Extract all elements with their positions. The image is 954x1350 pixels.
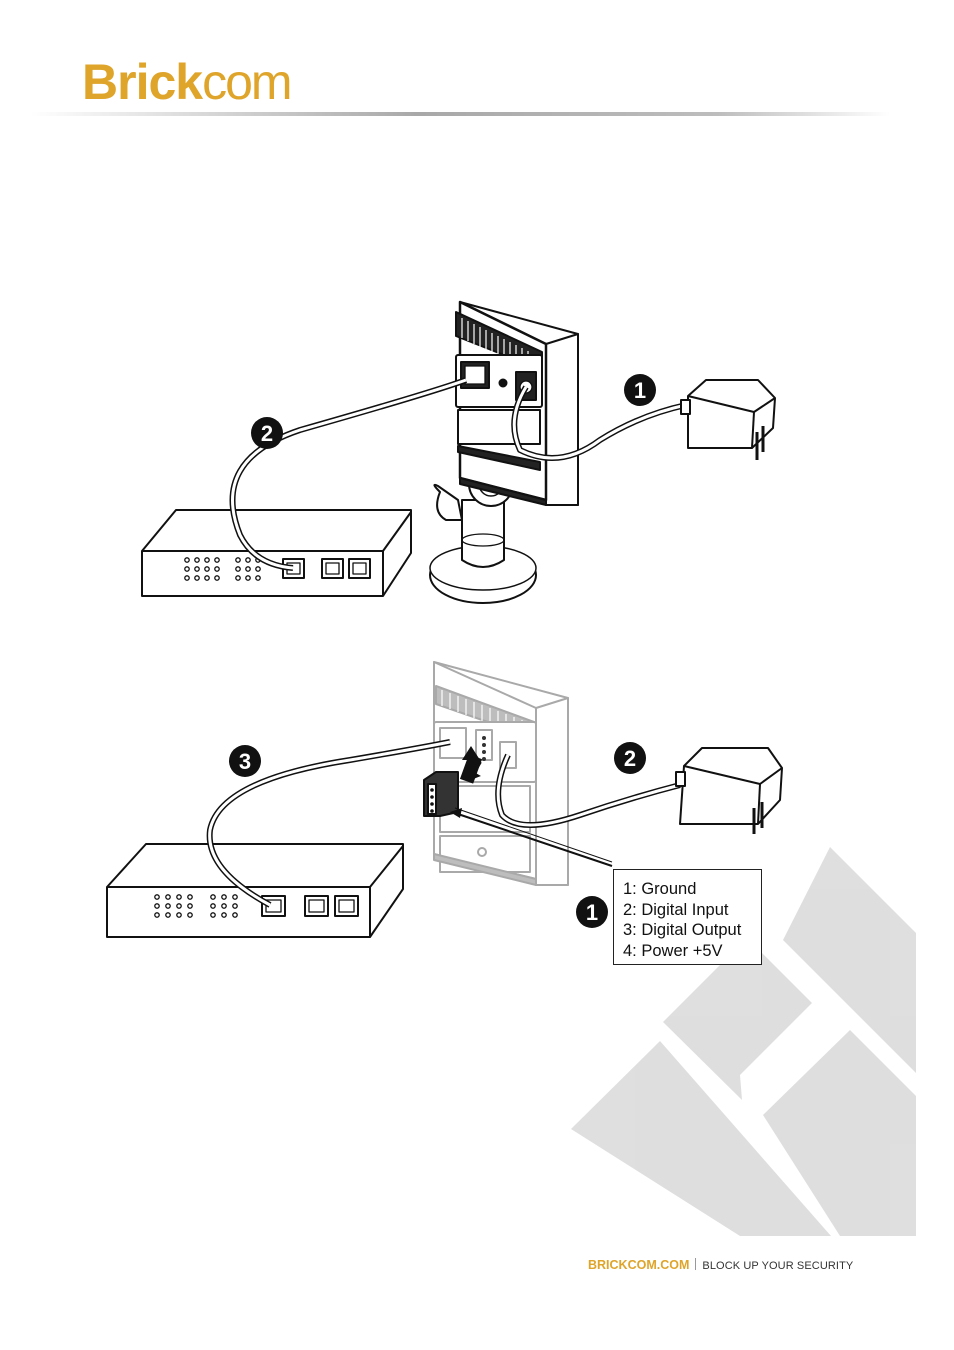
page-footer: BRICKCOM.COM BLOCK UP YOUR SECURITY (588, 1257, 853, 1274)
callout-number: 3 (239, 749, 251, 774)
figure-2-callout-3: 3 (229, 745, 261, 777)
footer-tagline: BLOCK UP YOUR SECURITY (702, 1260, 854, 1272)
power-adapter-1 (680, 379, 776, 460)
pin-legend-box: 1: Ground 2: Digital Input 3: Digital Ou… (613, 869, 762, 965)
callout-number: 1 (634, 378, 646, 403)
legend-item-power: 4: Power +5V (623, 941, 723, 960)
camera-body-2 (433, 661, 569, 886)
footer-site-link: BRICKCOM.COM (588, 1258, 690, 1272)
callout-number: 1 (586, 900, 598, 925)
logo-com-text: com (202, 54, 292, 110)
network-switch-1 (141, 509, 412, 597)
figure-2-callout-2: 2 (614, 742, 646, 774)
figure-1-callout-2: 2 (251, 417, 283, 449)
network-switch-2 (106, 843, 404, 938)
figure-2-callout-1: 1 (576, 896, 608, 928)
callout-number: 2 (261, 421, 273, 446)
insert-arrow (459, 746, 483, 784)
header-divider (30, 112, 890, 116)
legend-item-ground: 1: Ground (623, 880, 697, 898)
logo-brick-text: Brick (82, 54, 203, 110)
figure-1-diagram (141, 300, 776, 604)
callout-number: 2 (624, 746, 636, 771)
brickcom-logo: Brickcom (82, 54, 293, 110)
watermark-cube (571, 847, 916, 1236)
camera-body-1 (455, 300, 579, 506)
figure-1-callout-1: 1 (624, 374, 656, 406)
io-terminal-pins (482, 736, 486, 761)
legend-item-digital-input: 2: Digital Input (623, 900, 729, 919)
terminal-block-connector (423, 771, 459, 817)
legend-item-digital-output: 3: Digital Output (623, 921, 742, 939)
footer-separator (695, 1258, 697, 1270)
figure-2-diagram (106, 661, 783, 938)
power-adapter-2 (675, 747, 783, 834)
